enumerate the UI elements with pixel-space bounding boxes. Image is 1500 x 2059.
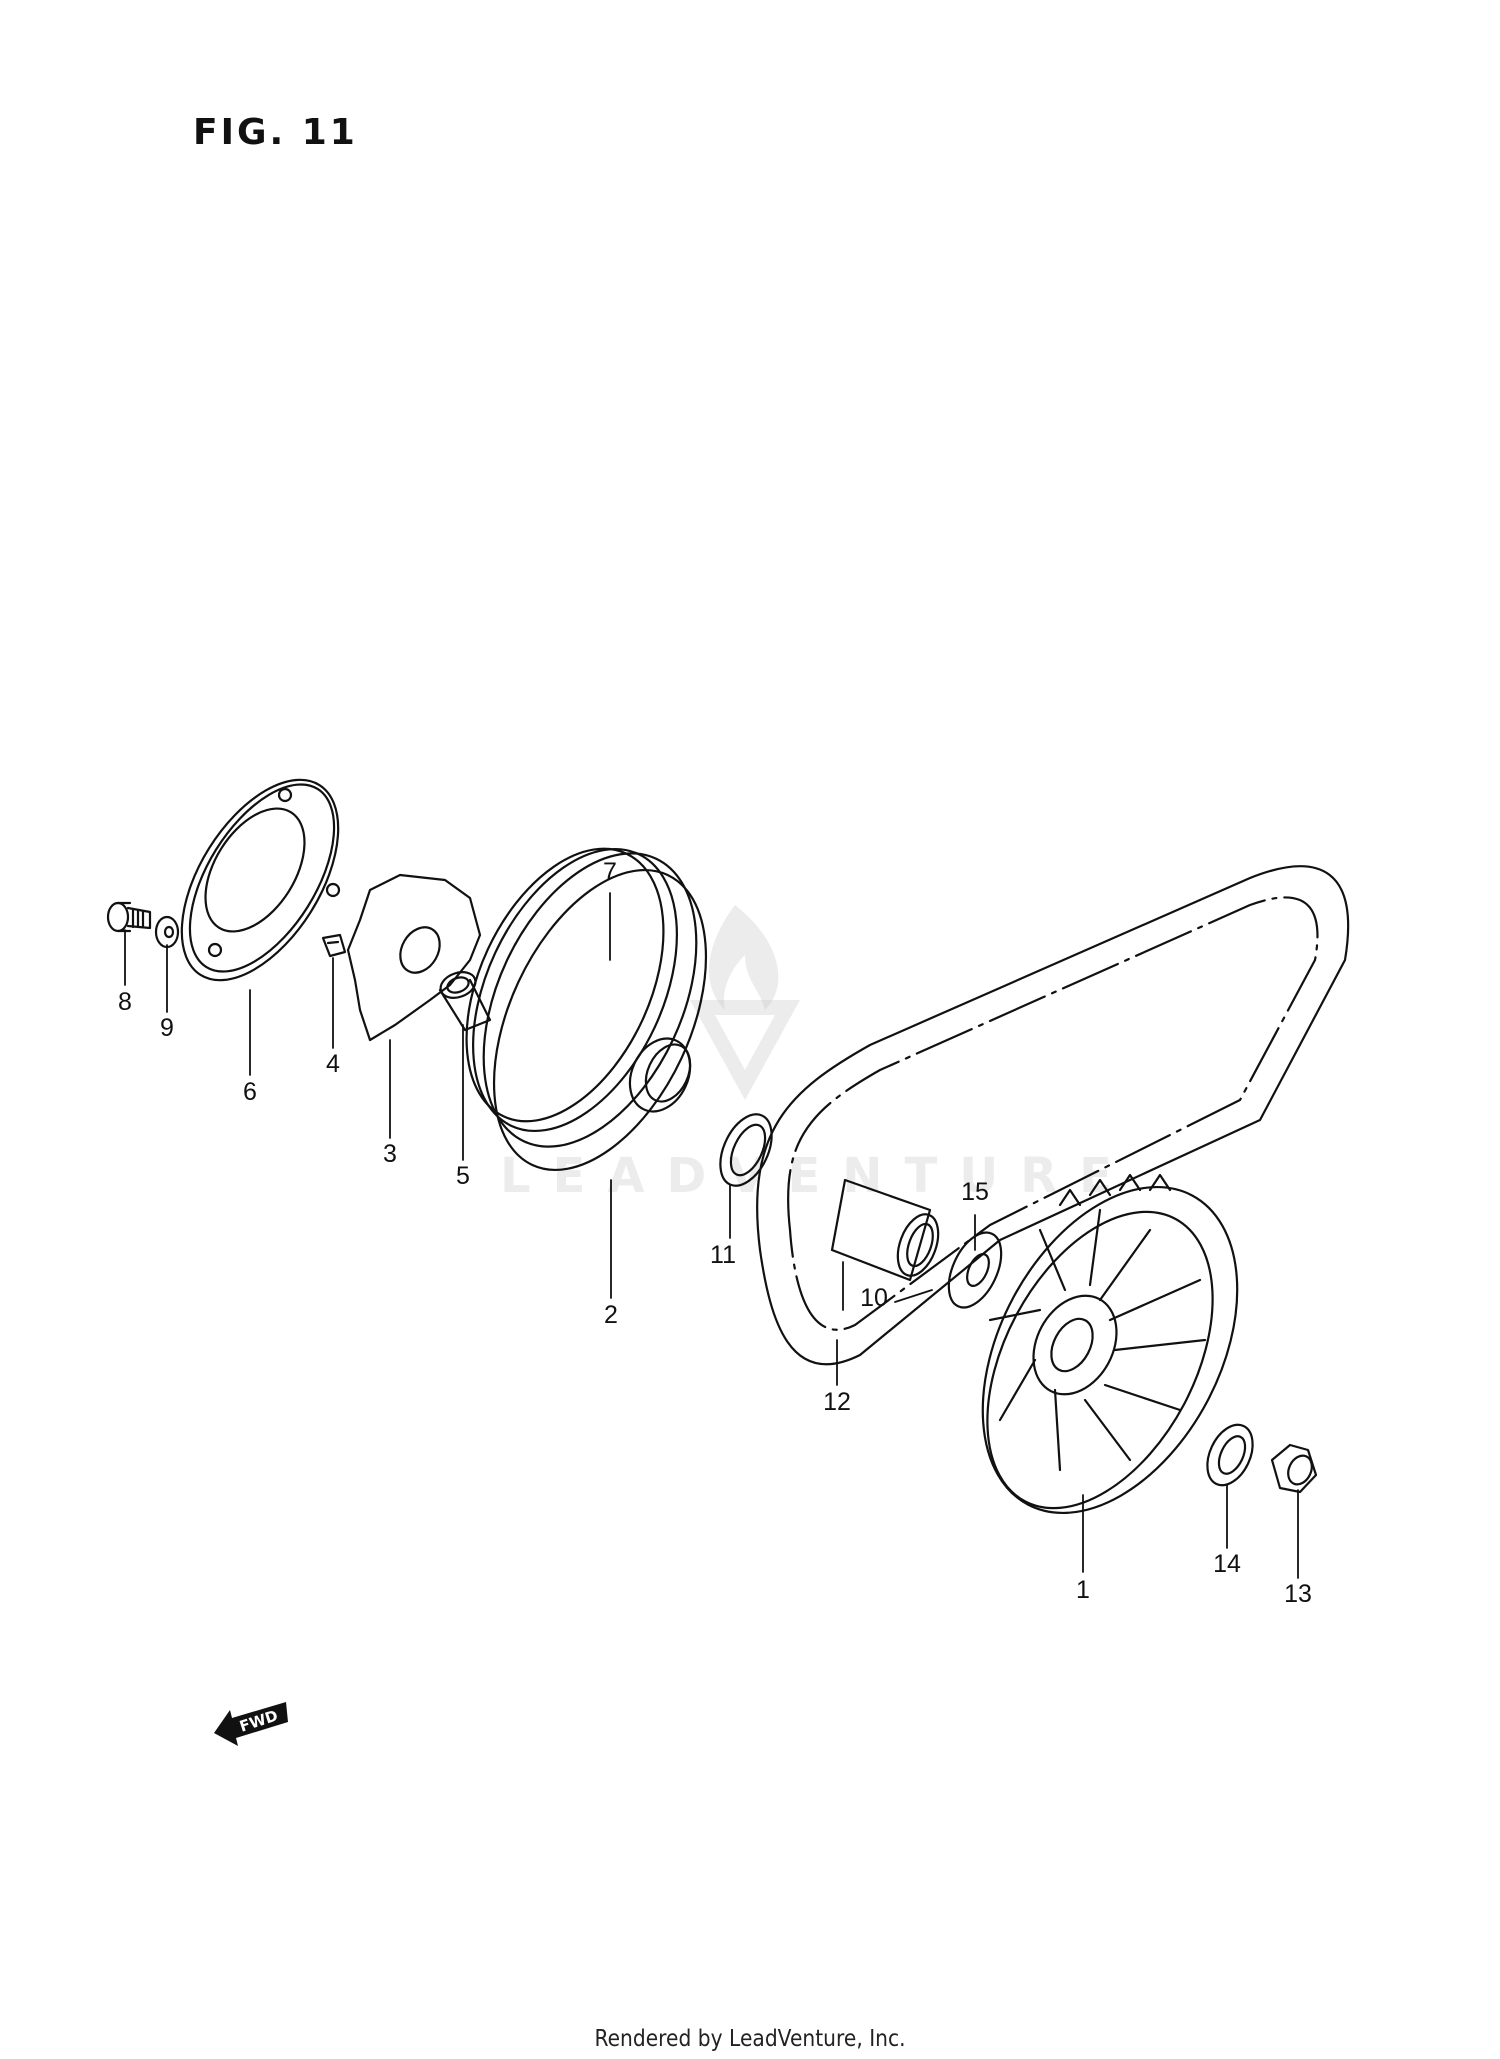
callout-3: 3: [383, 1140, 397, 1168]
figure-title: FIG. 11: [193, 112, 358, 153]
watermark: LEADVENTURE: [500, 1148, 1134, 1204]
slide-piece-icon: [321, 933, 347, 958]
callout-6: 6: [243, 1078, 257, 1106]
callout-4: 4: [326, 1050, 340, 1078]
callout-14: 14: [1213, 1550, 1241, 1578]
callout-9: 9: [160, 1014, 174, 1042]
washer-icon: [154, 915, 180, 949]
callout-7: 7: [603, 858, 617, 886]
washer-icon: [947, 1231, 1003, 1309]
oil-seal-icon: [719, 1113, 773, 1187]
callout-10: 10: [860, 1284, 888, 1312]
cam-plate-icon: [346, 873, 482, 1042]
spacer-icon: [830, 1178, 940, 1282]
callout-2: 2: [604, 1301, 618, 1329]
fan-pulley-icon: [981, 1173, 1239, 1515]
cover-plate-icon: [180, 778, 341, 982]
callout-5: 5: [456, 1162, 470, 1190]
forward-direction-marker: FWD: [212, 1700, 292, 1760]
watermark-logo-icon: [690, 905, 800, 1100]
v-belt-icon: [756, 865, 1350, 1366]
callout-15: 15: [961, 1178, 989, 1206]
callout-12: 12: [823, 1388, 851, 1416]
drive-face-icon: [465, 847, 708, 1172]
callout-1: 1: [1076, 1576, 1090, 1604]
callout-8: 8: [118, 988, 132, 1016]
washer-icon: [1206, 1423, 1254, 1487]
roller-weight-icon: [438, 971, 492, 1032]
screw-icon: [106, 901, 152, 933]
fwd-arrow-icon: FWD: [214, 1702, 288, 1746]
callout-13: 13: [1284, 1580, 1312, 1608]
callout-11: 11: [710, 1241, 736, 1269]
leader-lines: [124, 892, 1299, 1579]
nut-icon: [1270, 1443, 1318, 1494]
footer-credit: Rendered by LeadVenture, Inc.: [594, 2026, 906, 2052]
fwd-label: FWD: [237, 1706, 280, 1735]
